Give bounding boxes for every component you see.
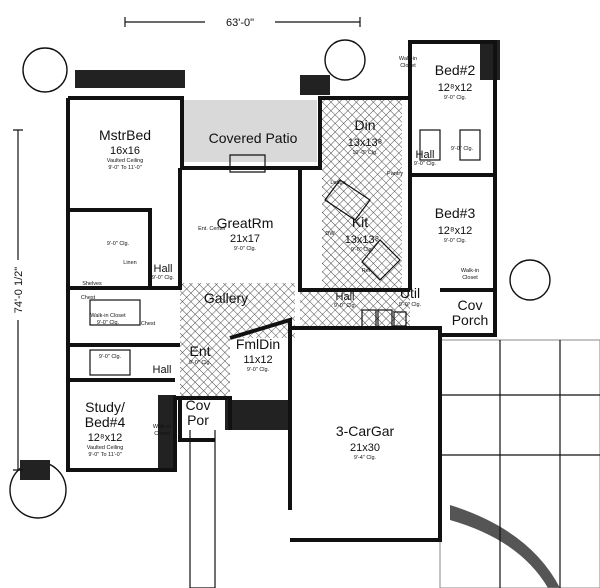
shrub-row: [75, 70, 185, 88]
bed2-label: Bed#2: [435, 62, 476, 78]
great-room-label: GreatRm: [217, 215, 274, 231]
walkin-closet-bed3-label: Walk-in: [461, 268, 479, 274]
dimension-lines: 63'-0" 74'-0 1/2": [13, 17, 361, 471]
gallery-floor: [180, 283, 295, 338]
entry-floor: [180, 338, 230, 398]
bed3-note: 9'-0" Clg.: [444, 238, 467, 244]
shrub-row: [225, 400, 290, 430]
chest-label-2: Chest: [141, 321, 156, 327]
linen-label: Linen: [123, 260, 136, 266]
entry-note: 9'-0" Clg.: [189, 360, 212, 366]
family-dining-label: FmlDin: [236, 336, 280, 352]
patio-floor: [182, 100, 317, 162]
curved-hedge: [450, 505, 560, 588]
study-label: Study/: [85, 399, 125, 415]
ledge-label: Ledge: [330, 180, 345, 186]
pantry-label: Pantry: [387, 171, 403, 177]
master-bed-label: MstrBed: [99, 127, 151, 143]
study-note: Vaulted Ceiling: [87, 445, 124, 451]
walkin-closet-bed2-label-2: Closet: [400, 63, 416, 69]
dw-label: DW: [325, 231, 335, 237]
study-size: 12⁸x12: [88, 432, 123, 444]
hall-right-label: Hall: [416, 149, 435, 161]
walkin-closet-bed3-label-2: Closet: [462, 275, 478, 281]
garage-label: 3-CarGar: [336, 423, 395, 439]
shelves-label: Shelves: [82, 281, 102, 287]
landscaping: [9, 39, 600, 588]
hall-study-label: Hall: [153, 364, 172, 376]
shrub-row: [300, 75, 330, 95]
walkin-closet-study-label-2: Closet: [154, 431, 170, 437]
shrub-row: [158, 395, 176, 470]
bath-note-3: 9'-0" Clg.: [99, 354, 122, 360]
master-bed-note: Vaulted Ceiling: [107, 158, 144, 164]
bed3-size: 12⁸x12: [438, 225, 473, 237]
depth-dimension: 74'-0 1/2": [13, 267, 25, 313]
entry-label: Ent: [189, 343, 210, 359]
walkin-closet-label: Walk-in Closet: [90, 313, 126, 319]
tree-icon: [22, 47, 68, 93]
kitchen-label: Kit: [352, 214, 368, 230]
hall-left-label: Hall: [154, 263, 173, 275]
fixture-labels: Ent. Center Linen Shelves Chest Chest Le…: [81, 146, 474, 360]
tree-icon: [509, 259, 551, 301]
bed3-label: Bed#3: [435, 205, 476, 221]
kitchen-note: 9'-0" Clg.: [351, 247, 374, 253]
dining-note: 10'-0" Clg.: [352, 150, 378, 156]
walls: [66, 40, 497, 542]
hall-mid-note: 9'-0" Clg.: [334, 303, 357, 309]
bed2-size: 12⁸x12: [438, 82, 473, 94]
dining-label: Din: [354, 117, 375, 133]
cov-porch-right-label: Cov: [458, 297, 483, 313]
shrub-row: [20, 460, 50, 480]
walkin-closet-bed2-label: Walk-in: [399, 56, 417, 62]
cov-porch-right-label-2: Porch: [452, 312, 489, 328]
study-label-2: Bed#4: [85, 414, 126, 430]
ent-center-label: Ent. Center: [198, 226, 226, 232]
width-dimension: 63'-0": [226, 17, 254, 29]
garage-note: 9'-4" Clg.: [354, 455, 377, 461]
util-note: 9'-0" Clg.: [399, 302, 422, 308]
gallery-label: Gallery: [204, 290, 248, 306]
hall-mid-label: Hall: [336, 291, 355, 303]
family-dining-note: 9'-0" Clg.: [247, 367, 270, 373]
bed2-note: 9'-0" Clg.: [444, 95, 467, 101]
tree-icon: [324, 39, 366, 81]
great-room-note: 9'-0" Clg.: [234, 246, 257, 252]
chest-label: Chest: [81, 295, 96, 301]
garage-size: 21x30: [350, 442, 380, 454]
master-bed-size: 16x16: [110, 145, 140, 157]
dining-size: 13x13⁸: [348, 137, 383, 149]
walkin-closet-study-label: Walk-in: [153, 424, 171, 430]
hall-right-note: 9'-0" Clg.: [414, 161, 437, 167]
cov-porch-label-2: Por: [187, 412, 209, 428]
bath-note: 9'-0" Clg.: [107, 241, 130, 247]
util-label: Util: [400, 285, 420, 301]
cov-porch-label: Cov: [186, 397, 211, 413]
room-labels: MstrBed 16x16 Vaulted Ceiling 9'-0" To 1…: [85, 56, 489, 461]
covered-patio-label: Covered Patio: [209, 130, 298, 146]
great-room-size: 21x17: [230, 233, 260, 245]
walkin-closet-note: 9'-0" Clg.: [97, 320, 120, 326]
master-bed-note2: 9'-0" To 11'-0": [108, 165, 141, 171]
family-dining-size: 11x12: [243, 354, 272, 366]
bath-note-2: 9'-0" Clg.: [451, 146, 474, 152]
hall-left-note: 9'-0" Clg.: [152, 275, 175, 281]
study-note2: 9'-0" To 11'-0": [88, 452, 121, 458]
kitchen-size: 13x13⁸: [345, 234, 380, 246]
ref-label: Ref: [362, 268, 371, 274]
